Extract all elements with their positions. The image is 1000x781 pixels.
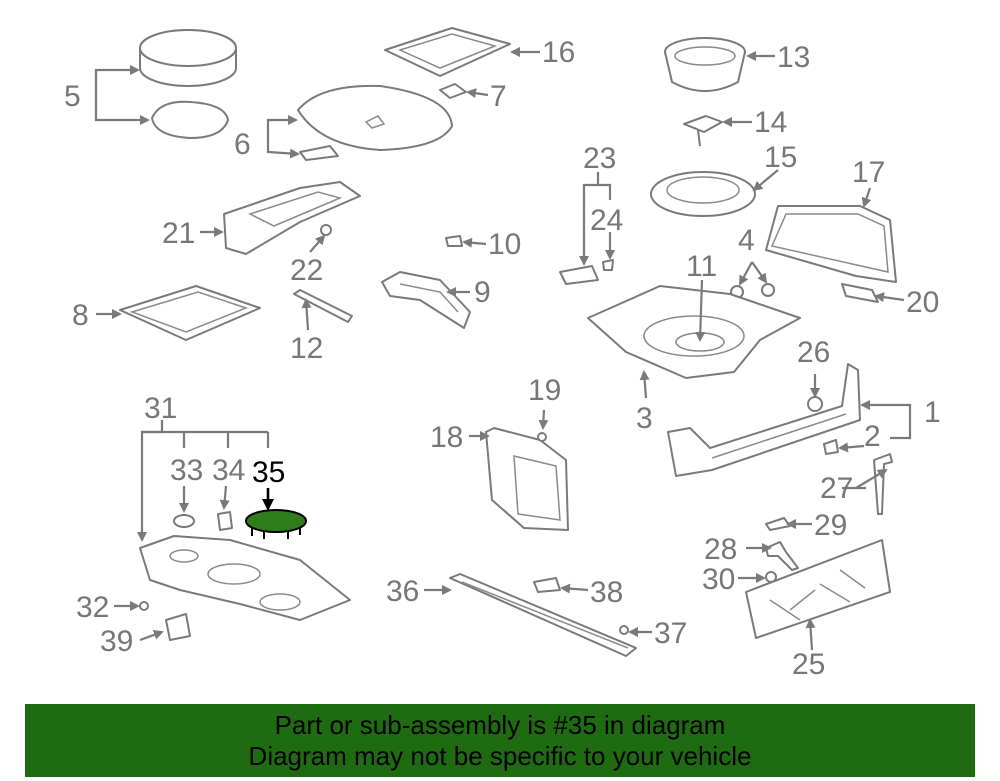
callout-29: 29 <box>814 509 847 542</box>
part-31-package-shelf <box>139 535 351 621</box>
callout-18: 18 <box>430 421 463 454</box>
part-36-sill-plate <box>449 573 637 657</box>
part-5-tire-cover <box>139 29 237 139</box>
part-23-latch <box>559 265 599 285</box>
part-3-trunk-tub <box>587 285 801 379</box>
callout-17: 17 <box>852 156 885 189</box>
banner-line-1: Part or sub-assembly is #35 in diagram <box>274 710 726 740</box>
part-32-fastener <box>139 601 149 611</box>
callout-32: 32 <box>76 591 109 624</box>
part-27-strap <box>873 453 893 515</box>
part-1-sill-trim <box>667 363 861 477</box>
callout-25: 25 <box>792 648 825 681</box>
callout-35: 35 <box>252 456 285 489</box>
part-8-panel <box>119 285 261 341</box>
part-9-jack <box>381 271 471 329</box>
callout-6: 6 <box>234 128 251 161</box>
callout-9: 9 <box>474 276 491 309</box>
callout-11: 11 <box>686 250 717 283</box>
part-16-mat <box>384 27 511 77</box>
part-18-trim-panel <box>485 427 569 531</box>
part-13-spare-well <box>664 37 746 92</box>
part-21-tool-tray <box>223 181 361 255</box>
callout-16: 16 <box>542 36 575 69</box>
callout-13: 13 <box>777 41 810 74</box>
part-12-handle <box>293 289 353 323</box>
part-34-clip <box>217 511 233 531</box>
callout-15: 15 <box>764 141 797 174</box>
part-33-grommet <box>173 514 195 528</box>
callout-28: 28 <box>704 533 737 566</box>
callout-21: 21 <box>162 217 195 250</box>
part-26-plug <box>807 396 823 412</box>
callout-4: 4 <box>738 224 755 257</box>
callout-labels: 5 16 7 6 13 14 15 17 23 24 4 11 20 21 22… <box>64 36 941 681</box>
part-35-highlighted <box>245 509 307 539</box>
callout-3: 3 <box>636 402 653 435</box>
callout-39: 39 <box>100 625 133 658</box>
callout-14: 14 <box>754 106 787 139</box>
callout-27: 27 <box>820 472 853 505</box>
part-22-fastener <box>320 224 332 236</box>
part-24-clip <box>602 259 614 271</box>
callout-10: 10 <box>488 228 521 261</box>
callout-2: 2 <box>864 420 881 453</box>
parts-diagram: 5 16 7 6 13 14 15 17 23 24 4 11 20 21 22… <box>64 27 941 681</box>
callout-31: 31 <box>144 392 177 425</box>
callout-19: 19 <box>528 374 561 407</box>
part-15-ring <box>650 171 756 217</box>
part-39-bracket <box>165 613 191 641</box>
banner-line-2: Diagram may not be specific to your vehi… <box>248 741 752 771</box>
callout-33: 33 <box>170 454 203 487</box>
callout-5: 5 <box>64 80 81 113</box>
part-6-load-floor <box>297 84 453 161</box>
callout-26: 26 <box>797 336 830 369</box>
part-14-bracket <box>683 115 723 147</box>
callout-20: 20 <box>906 286 939 319</box>
callout-12: 12 <box>290 332 323 365</box>
leader-lines <box>94 47 912 651</box>
part-25-cargo-net <box>745 539 891 639</box>
part-28-hook <box>765 541 799 571</box>
callout-34: 34 <box>212 454 245 487</box>
callout-30: 30 <box>702 563 735 596</box>
callout-7: 7 <box>490 80 507 113</box>
part-29-clip <box>765 517 791 531</box>
callout-8: 8 <box>72 299 89 332</box>
callout-24: 24 <box>590 204 623 237</box>
part-7-clip <box>439 83 467 99</box>
callout-36: 36 <box>386 575 419 608</box>
callout-23: 23 <box>583 142 616 175</box>
part-10-clip <box>445 235 463 247</box>
part-20-bracket <box>841 283 879 303</box>
part-17-side-panel <box>765 205 897 283</box>
info-banner: Part or sub-assembly is #35 in diagram D… <box>25 704 975 777</box>
callout-38: 38 <box>590 576 623 609</box>
callout-37: 37 <box>654 617 687 650</box>
callout-1: 1 <box>924 396 941 429</box>
callout-22: 22 <box>290 254 323 287</box>
